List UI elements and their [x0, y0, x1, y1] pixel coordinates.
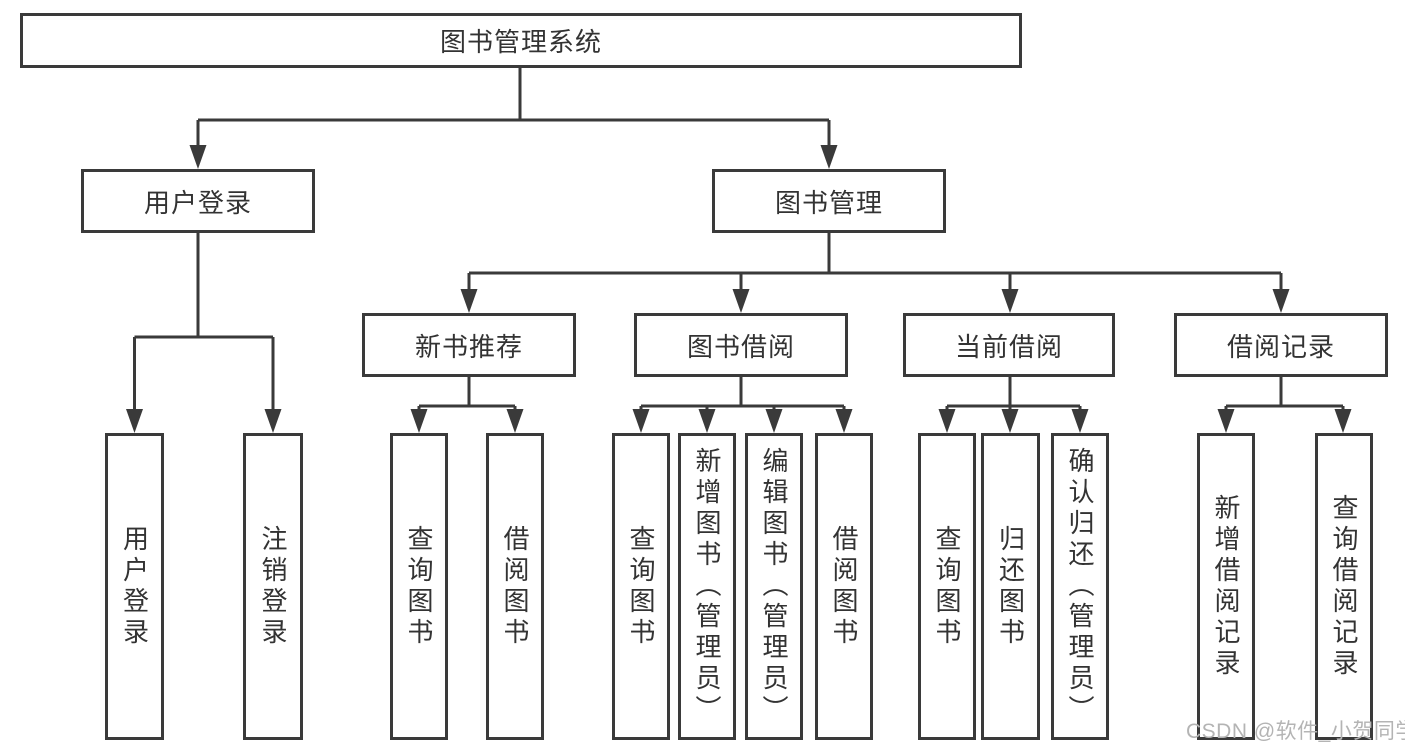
leaf-borrow-books-recommend: 借阅图书	[486, 433, 544, 740]
leaf-query-books-current-label: 查询图书	[932, 524, 962, 649]
connector-currentborrow-to-leaves	[945, 377, 1082, 411]
leaf-add-borrow-record-label: 新增借阅记录	[1211, 493, 1241, 680]
leaf-user-login: 用户登录	[105, 433, 164, 740]
leaf-query-borrow-record: 查询借阅记录	[1315, 433, 1373, 740]
connector-bookborrow-to-leaves	[639, 377, 846, 411]
node-system-root: 图书管理系统	[20, 13, 1022, 68]
leaf-query-borrow-record-label: 查询借阅记录	[1329, 493, 1359, 680]
leaf-query-books-recommend-label: 查询图书	[404, 524, 434, 649]
leaf-add-borrow-record: 新增借阅记录	[1197, 433, 1255, 740]
arrowhead-icons	[126, 145, 1352, 433]
leaf-logout-label: 注销登录	[258, 524, 288, 649]
node-borrow-records: 借阅记录	[1174, 313, 1388, 377]
connector-root-to-level2	[196, 68, 831, 147]
node-new-book-recommend: 新书推荐	[362, 313, 576, 377]
node-book-borrow: 图书借阅	[634, 313, 848, 377]
node-user-login: 用户登录	[81, 169, 315, 233]
leaf-user-login-label: 用户登录	[119, 524, 150, 649]
node-new-book-recommend-label: 新书推荐	[414, 331, 523, 362]
connector-newbooks-to-leaves	[417, 377, 517, 411]
leaf-query-books-borrow-label: 查询图书	[626, 524, 656, 649]
leaf-add-book-admin: 新增图书（管理员）	[678, 433, 736, 740]
node-book-borrow-label: 图书借阅	[686, 331, 795, 362]
node-system-root-label: 图书管理系统	[439, 27, 602, 57]
leaf-edit-book-admin: 编辑图书（管理员）	[745, 433, 803, 740]
node-current-borrow: 当前借阅	[903, 313, 1115, 377]
leaf-query-books-borrow: 查询图书	[612, 433, 670, 740]
leaf-borrow-books: 借阅图书	[815, 433, 873, 740]
leaf-confirm-return-admin: 确认归还（管理员）	[1051, 433, 1109, 740]
leaf-add-book-admin-label: 新增图书（管理员）	[692, 447, 722, 726]
leaf-borrow-books-recommend-label: 借阅图书	[500, 524, 530, 649]
leaf-return-books-label: 归还图书	[995, 524, 1026, 649]
leaf-borrow-books-label: 借阅图书	[829, 524, 859, 649]
node-user-login-label: 用户登录	[143, 187, 252, 218]
connector-bookmgmt-to-level3	[467, 233, 1283, 291]
leaf-query-books-recommend: 查询图书	[390, 433, 448, 740]
connector-userlogin-to-leaves	[133, 233, 275, 411]
leaf-logout: 注销登录	[243, 433, 303, 740]
node-borrow-records-label: 借阅记录	[1226, 331, 1335, 362]
leaf-return-books: 归还图书	[981, 433, 1040, 740]
leaf-edit-book-admin-label: 编辑图书（管理员）	[759, 447, 789, 726]
leaf-confirm-return-admin-label: 确认归还（管理员）	[1065, 447, 1095, 726]
watermark: CSDN @软件_小贺同学	[1186, 720, 1405, 743]
node-book-management-label: 图书管理	[774, 187, 883, 218]
leaf-query-books-current: 查询图书	[918, 433, 976, 740]
connector-records-to-leaves	[1224, 377, 1345, 411]
node-book-management: 图书管理	[712, 169, 946, 233]
node-current-borrow-label: 当前借阅	[954, 331, 1063, 362]
